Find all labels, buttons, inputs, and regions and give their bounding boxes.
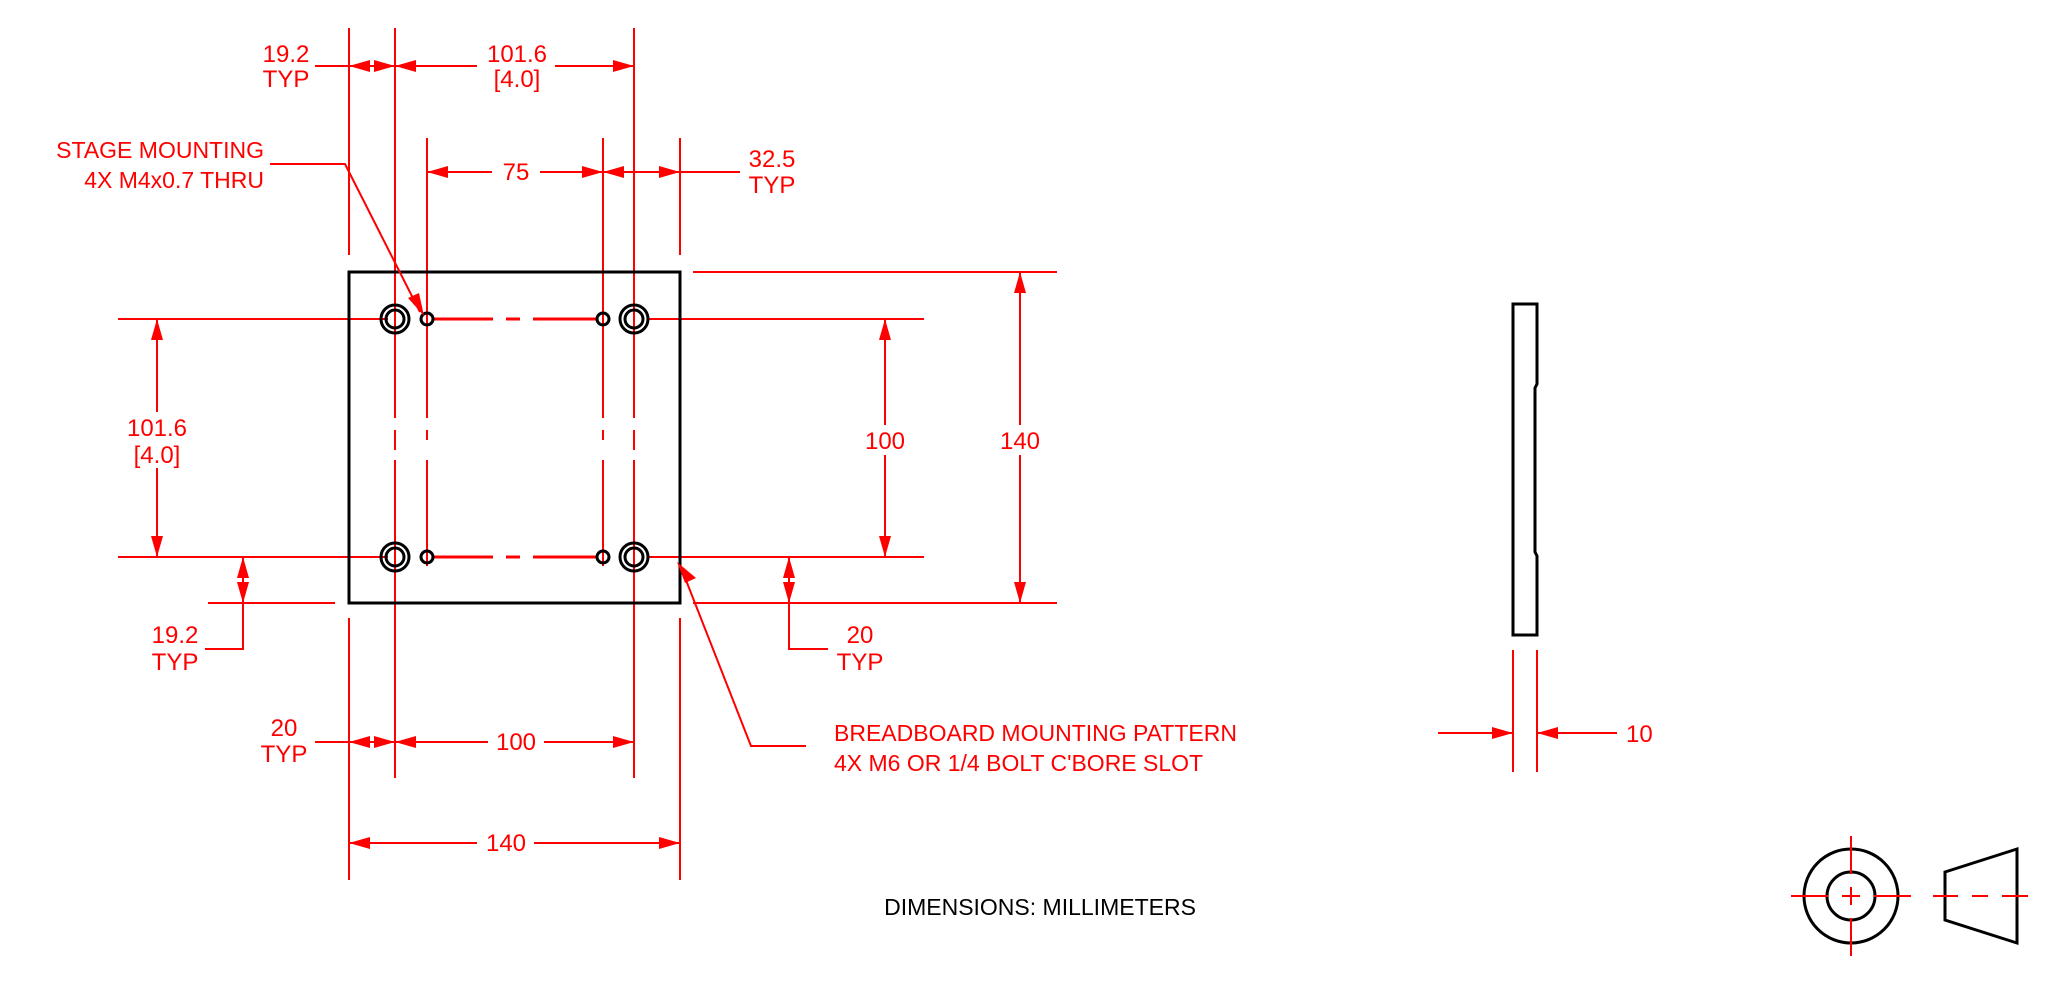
dim-stage-edge-offset: 32.5 TYP bbox=[603, 146, 795, 199]
units-note: DIMENSIONS: MILLIMETERS bbox=[884, 894, 1196, 920]
dim-right-hole-spacing: 100 bbox=[865, 319, 905, 557]
dim-value: 101.6 bbox=[487, 41, 547, 68]
dim-value: 100 bbox=[865, 428, 905, 455]
dim-value: 10 bbox=[1626, 721, 1653, 748]
top-view: 19.2 TYP 101.6 [4.0] 75 32.5 TYP bbox=[56, 28, 1237, 880]
cbore-hole-icon bbox=[379, 541, 411, 573]
plate-outline bbox=[347, 270, 682, 605]
dim-value: 100 bbox=[496, 729, 536, 756]
dim-value: 101.6 bbox=[127, 415, 187, 442]
plate-profile bbox=[1511, 302, 1539, 637]
stage-mount-holes bbox=[419, 311, 611, 565]
callout-line-2: 4X M6 OR 1/4 BOLT C'BORE SLOT bbox=[834, 750, 1203, 776]
dim-right-overall: 140 bbox=[1000, 272, 1040, 603]
tapped-hole-icon bbox=[419, 311, 435, 327]
dim-value: 75 bbox=[503, 159, 530, 186]
dim-thickness: 10 bbox=[1438, 650, 1653, 772]
dim-qualifier: TYP bbox=[261, 741, 308, 768]
dim-left-bolt-spacing: 101.6 [4.0] bbox=[127, 319, 187, 557]
dim-stage-hole-spacing: 75 bbox=[427, 159, 603, 186]
tapped-hole-icon bbox=[595, 311, 611, 327]
cbore-hole-icon bbox=[618, 303, 650, 335]
dim-top-bolt-spacing: 101.6 [4.0] bbox=[395, 41, 634, 93]
dim-qualifier: TYP bbox=[152, 649, 199, 676]
dim-qualifier: TYP bbox=[263, 66, 310, 93]
dim-bottom-overall: 140 bbox=[349, 830, 680, 857]
cbore-hole-icon bbox=[618, 541, 650, 573]
callout-line-2: 4X M4x0.7 THRU bbox=[84, 167, 264, 193]
callout-breadboard-mounting: BREADBOARD MOUNTING PATTERN 4X M6 OR 1/4… bbox=[677, 562, 1237, 776]
dim-alt-value: [4.0] bbox=[134, 442, 181, 469]
extension-lines bbox=[208, 28, 1057, 880]
dim-qualifier: TYP bbox=[749, 172, 796, 199]
third-angle-projection-icon bbox=[1791, 836, 2028, 956]
tapped-hole-icon bbox=[595, 549, 611, 565]
side-view: 10 bbox=[1438, 302, 1653, 772]
dim-value: 19.2 bbox=[263, 41, 310, 68]
callout-line-1: BREADBOARD MOUNTING PATTERN bbox=[834, 720, 1237, 746]
tapped-hole-icon bbox=[419, 549, 435, 565]
dim-value: 19.2 bbox=[152, 622, 199, 649]
dim-value: 20 bbox=[847, 622, 874, 649]
dim-qualifier: TYP bbox=[837, 649, 884, 676]
dim-value: 32.5 bbox=[749, 146, 796, 173]
dim-top-edge-offset: 19.2 TYP bbox=[263, 41, 395, 93]
callout-stage-mounting: STAGE MOUNTING 4X M4x0.7 THRU bbox=[56, 137, 424, 316]
dim-left-edge-offset: 19.2 TYP bbox=[152, 557, 249, 676]
callout-line-1: STAGE MOUNTING bbox=[56, 137, 264, 163]
hole-centerlines bbox=[118, 28, 924, 778]
dim-value: 140 bbox=[1000, 428, 1040, 455]
dim-right-edge-offset: 20 TYP bbox=[783, 557, 883, 676]
dim-bottom-hole-spacing: 100 bbox=[395, 729, 634, 756]
breadboard-bolt-holes bbox=[379, 303, 650, 573]
cbore-hole-icon bbox=[379, 303, 411, 335]
dim-alt-value: [4.0] bbox=[494, 66, 541, 93]
dim-value: 140 bbox=[486, 830, 526, 857]
dim-value: 20 bbox=[271, 715, 298, 742]
dim-bottom-edge-offset: 20 TYP bbox=[261, 715, 395, 768]
